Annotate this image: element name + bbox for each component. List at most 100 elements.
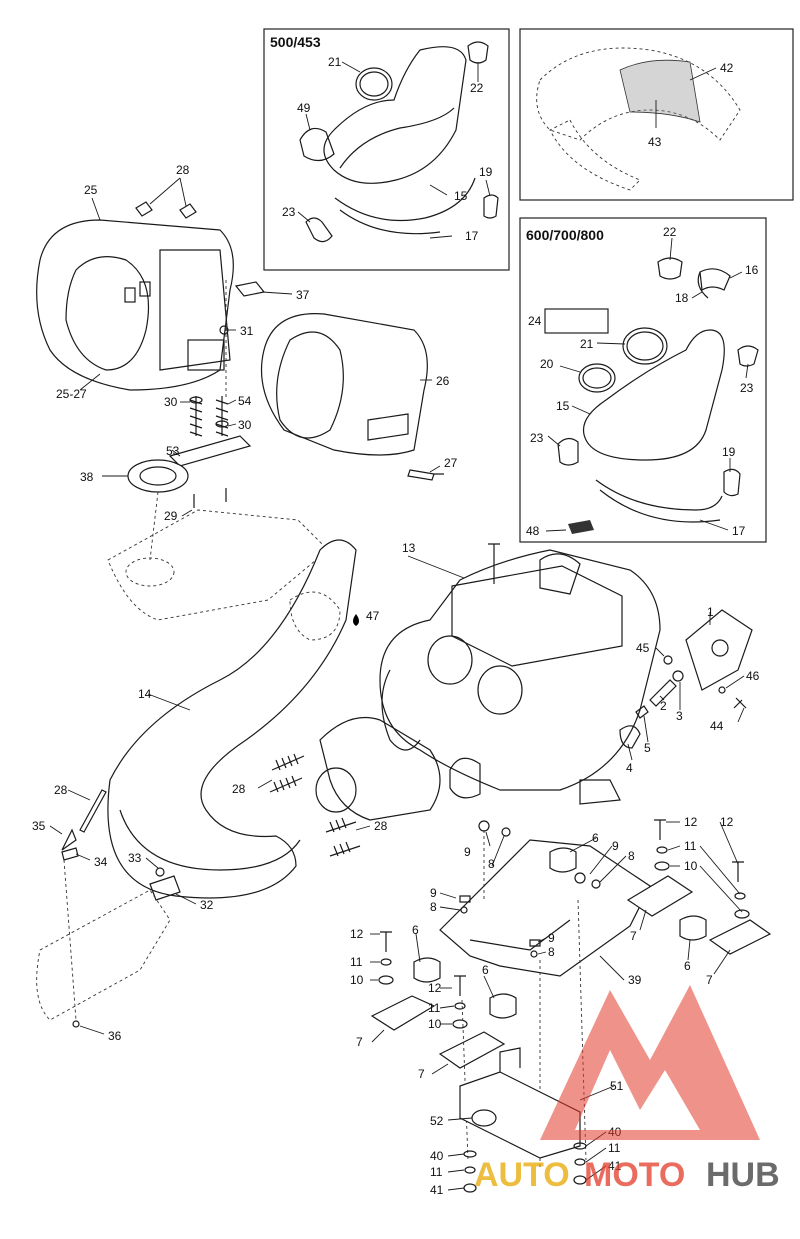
callout-54: 54 bbox=[238, 394, 252, 408]
mount-6a bbox=[549, 847, 577, 873]
callout-11a: 11 bbox=[684, 839, 697, 853]
washer-11e bbox=[464, 1166, 476, 1174]
mount-6b bbox=[679, 915, 707, 941]
chassis-plate bbox=[36, 889, 171, 1021]
callout-53: 53 bbox=[166, 444, 180, 458]
drop-icon bbox=[353, 614, 359, 626]
callout-34: 34 bbox=[94, 855, 108, 869]
callout-23c: 23 bbox=[530, 431, 544, 445]
bracket-53 bbox=[168, 435, 252, 467]
callout-8a: 8 bbox=[488, 857, 495, 871]
washer-8c bbox=[460, 906, 468, 914]
callout-17: 17 bbox=[465, 229, 479, 243]
callout-21: 21 bbox=[328, 55, 342, 69]
callout-8b: 8 bbox=[628, 849, 635, 863]
washer-10d bbox=[734, 909, 750, 919]
callout-36: 36 bbox=[108, 1029, 122, 1043]
callout-26: 26 bbox=[436, 374, 450, 388]
clamp-21-inner bbox=[359, 71, 389, 97]
pipe-15b bbox=[582, 329, 725, 461]
muffler-shield bbox=[367, 413, 409, 441]
callout-9d: 9 bbox=[548, 931, 555, 945]
bolt-12d bbox=[732, 861, 744, 882]
bracket-34 bbox=[61, 847, 79, 861]
spring-28c bbox=[325, 817, 357, 833]
callout-18: 18 bbox=[675, 291, 689, 305]
nut-45 bbox=[663, 655, 673, 665]
left-bracket-assembly: 28 35 34 33 32 36 bbox=[32, 783, 214, 1043]
hose-16-18 bbox=[697, 268, 731, 299]
washer-8d bbox=[530, 950, 538, 958]
callout-7b: 7 bbox=[706, 973, 713, 987]
washer-11f bbox=[574, 1158, 586, 1166]
thermostat bbox=[539, 553, 581, 595]
clip-35 bbox=[61, 828, 77, 851]
callout-40a: 40 bbox=[430, 1149, 444, 1163]
callout-4: 4 bbox=[626, 761, 633, 775]
exhaust-pipe-14: 14 47 28 28 bbox=[107, 539, 441, 899]
spring-28a bbox=[271, 753, 305, 771]
callout-8c: 8 bbox=[430, 900, 437, 914]
callout-41b: 41 bbox=[608, 1159, 622, 1173]
callout-6a: 6 bbox=[592, 831, 599, 845]
callout-23: 23 bbox=[282, 205, 296, 219]
muffler-body bbox=[260, 313, 428, 456]
callout-1: 1 bbox=[707, 605, 714, 619]
engine-block bbox=[379, 549, 661, 791]
pipe-17-line bbox=[339, 209, 441, 235]
engine-13: 13 1 45 46 2 3 44 5 4 bbox=[379, 541, 760, 805]
cylinder-2 bbox=[477, 665, 523, 715]
callout-5: 5 bbox=[644, 741, 651, 755]
callout-21b: 21 bbox=[580, 337, 594, 351]
rivet-36 bbox=[72, 1020, 80, 1028]
callout-16: 16 bbox=[745, 263, 759, 277]
callout-39: 39 bbox=[628, 973, 642, 987]
inset-500-title: 500/453 bbox=[270, 34, 321, 50]
callout-25-27: 25-27 bbox=[56, 387, 87, 401]
spring-54b bbox=[215, 396, 229, 437]
callout-9b: 9 bbox=[612, 839, 619, 853]
watermark-text: AUTO MOTO HUB bbox=[474, 1156, 780, 1194]
mounting-plate bbox=[107, 509, 329, 621]
callout-38: 38 bbox=[80, 470, 94, 484]
watermark-auto: AUTO bbox=[474, 1156, 570, 1194]
inset-600-frame bbox=[519, 217, 767, 543]
callout-29: 29 bbox=[164, 509, 178, 523]
plate-39 bbox=[439, 839, 651, 977]
callout-27: 27 bbox=[444, 456, 458, 470]
callout-37: 37 bbox=[296, 288, 310, 302]
flywheel bbox=[381, 669, 421, 751]
bolt-12c bbox=[654, 819, 666, 840]
clamp-20 bbox=[578, 363, 616, 393]
bracket-7b bbox=[438, 1031, 506, 1069]
heat-shield-43 bbox=[619, 59, 701, 123]
spring-28d-left bbox=[79, 789, 107, 833]
washer-11b bbox=[454, 1002, 466, 1010]
watermark-triangle-icon bbox=[540, 985, 760, 1140]
nut-9b bbox=[574, 872, 586, 884]
callout-11b: 11 bbox=[350, 955, 363, 969]
latch-b bbox=[139, 281, 151, 297]
callout-2: 2 bbox=[660, 699, 667, 713]
callout-47: 47 bbox=[366, 609, 380, 623]
clamp-49 bbox=[299, 127, 335, 162]
manifold bbox=[319, 716, 441, 821]
washer-10a bbox=[378, 975, 394, 985]
bracket-7d bbox=[708, 919, 772, 955]
callout-15b: 15 bbox=[556, 399, 570, 413]
callout-51: 51 bbox=[610, 1079, 624, 1093]
callout-12a: 12 bbox=[684, 815, 698, 829]
screw-27 bbox=[407, 469, 444, 481]
pipe-17 bbox=[334, 177, 476, 221]
grommet-38 bbox=[127, 459, 189, 493]
clamp-19b bbox=[723, 468, 741, 497]
nut-9a bbox=[478, 820, 490, 832]
callout-28d: 28 bbox=[54, 783, 68, 797]
engine-outlet bbox=[449, 757, 481, 799]
muffler-26: 26 27 bbox=[260, 313, 458, 481]
bracket-7a bbox=[370, 995, 436, 1031]
callout-48: 48 bbox=[526, 524, 540, 538]
silencer-body bbox=[159, 249, 231, 371]
callout-10c: 10 bbox=[428, 1017, 442, 1031]
callout-14: 14 bbox=[138, 687, 152, 701]
